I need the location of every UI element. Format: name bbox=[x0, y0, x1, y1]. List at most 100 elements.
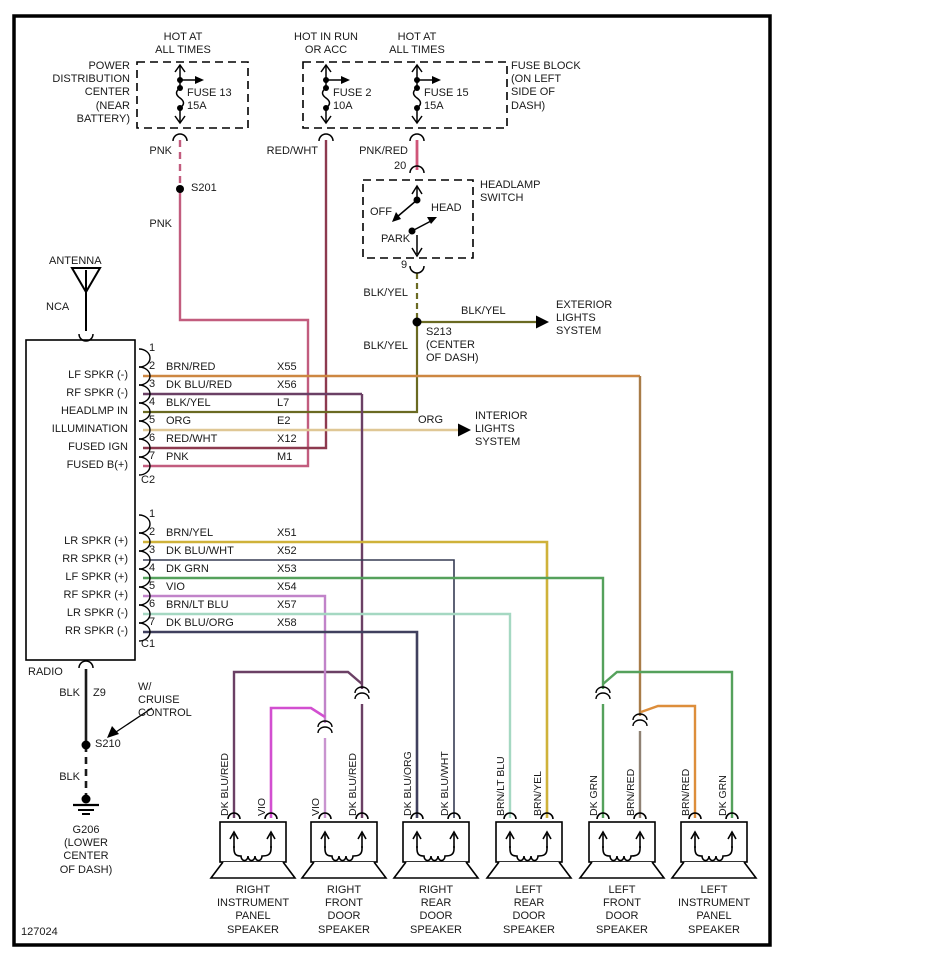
interior-arrow-icon bbox=[458, 423, 471, 437]
rrd-wire1-label: DK BLU/ORG bbox=[402, 751, 414, 816]
cruise-pointer bbox=[115, 707, 153, 733]
blk-yel-label-lower: BLK/YEL bbox=[363, 340, 408, 352]
pnk-label-2: PNK bbox=[149, 218, 172, 230]
switch-off-label: OFF bbox=[370, 206, 392, 218]
c2-pin3-connector bbox=[138, 384, 151, 404]
switch-head-label: HEAD bbox=[431, 202, 462, 214]
exterior-lights-label: EXTERIOR LIGHTS SYSTEM bbox=[556, 299, 613, 338]
radio-rr-spkr-neg: RR SPKR (-) bbox=[65, 625, 128, 637]
c2-pin4-connector bbox=[138, 402, 151, 422]
radio-lf-spkr-pos: LF SPKR (+) bbox=[65, 571, 128, 583]
s213-label: S213 (CENTER OF DASH) bbox=[426, 326, 479, 365]
splice-s213 bbox=[412, 317, 422, 327]
radio-ground-terminal bbox=[78, 660, 94, 669]
radio-fused-ign: FUSED IGN bbox=[68, 441, 128, 453]
c1-pin7-code: X58 bbox=[277, 617, 297, 629]
wire-blk-yel bbox=[143, 322, 419, 414]
wire-brn-lt-blu bbox=[143, 612, 512, 818]
switch-wiper-off bbox=[396, 199, 418, 218]
fuse-block-label: FUSE BLOCK (ON LEFT SIDE OF DASH) bbox=[511, 60, 581, 112]
wire-dk-grn bbox=[143, 576, 605, 689]
c1-pin1-connector bbox=[138, 514, 151, 534]
speaker-label-rip: RIGHT INSTRUMENT PANEL SPEAKER bbox=[216, 884, 290, 936]
speaker-left-rear-door bbox=[486, 812, 572, 879]
rfd-wire1-label: VIO bbox=[310, 797, 322, 816]
radio-rf-spkr-neg: RF SPKR (-) bbox=[66, 387, 128, 399]
speaker-left-front-door bbox=[579, 812, 665, 879]
pnk-red-label: PNK/RED bbox=[359, 145, 408, 157]
radio-lr-spkr-pos: LR SPKR (+) bbox=[64, 535, 128, 547]
headlamp-pin-9: 9 bbox=[401, 259, 408, 271]
radio-label: RADIO bbox=[28, 666, 63, 678]
doc-number: 127024 bbox=[21, 926, 58, 938]
headlamp-switch-label: HEADLAMP SWITCH bbox=[480, 179, 541, 205]
exterior-arrow-icon bbox=[536, 315, 549, 329]
c2-pin6-wire: RED/WHT bbox=[166, 433, 218, 445]
c1-pin2-connector bbox=[138, 532, 151, 552]
wire-dk-blu-org bbox=[143, 630, 419, 818]
radio-rr-spkr-pos: RR SPKR (+) bbox=[62, 553, 128, 565]
c2-pin4-number: 4 bbox=[149, 396, 156, 408]
cruise-arrow-icon bbox=[107, 726, 119, 738]
lfd-wire2-label: BRN/RED bbox=[625, 768, 637, 816]
switch-off-arrow bbox=[392, 212, 401, 222]
org-label: ORG bbox=[418, 414, 444, 426]
wire-dk-blu-red-rip bbox=[232, 670, 363, 818]
c2-pin6-number: 6 bbox=[149, 432, 156, 444]
speaker-left-instrument-panel bbox=[671, 812, 757, 879]
c2-pin6-code: X12 bbox=[277, 433, 297, 445]
c1-pin6-code: X57 bbox=[277, 599, 297, 611]
nca-label: NCA bbox=[46, 301, 70, 313]
c2-pin2-code: X55 bbox=[277, 361, 297, 373]
hot-at-all-times-fb: HOT AT ALL TIMES bbox=[389, 31, 445, 57]
radio-rf-spkr-pos: RF SPKR (+) bbox=[63, 589, 128, 601]
antenna-icon bbox=[70, 267, 102, 294]
rip-wire1-label: DK BLU/RED bbox=[219, 752, 231, 816]
c2-pin5-connector bbox=[138, 420, 151, 440]
speaker-right-instrument-panel bbox=[210, 812, 296, 879]
rfd-wire2-label: DK BLU/RED bbox=[347, 752, 359, 816]
pdc-label: POWER DISTRIBUTION CENTER (NEAR BATTERY) bbox=[52, 60, 130, 125]
c2-pin7-connector bbox=[138, 456, 151, 476]
c2-pin3-number: 3 bbox=[149, 378, 156, 390]
c1-pin2-number: 2 bbox=[149, 526, 156, 538]
blk-label-lower: BLK bbox=[59, 771, 80, 783]
blk-label-upper: BLK bbox=[59, 687, 80, 699]
rip-wire2-label: VIO bbox=[256, 797, 268, 816]
red-wht-label: RED/WHT bbox=[266, 145, 318, 157]
c1-pin6-wire: BRN/LT BLU bbox=[166, 599, 229, 611]
lrd-wire2-label: BRN/YEL bbox=[532, 771, 544, 816]
c2-pin2-connector bbox=[138, 366, 151, 386]
cruise-control-label: W/ CRUISE CONTROL bbox=[138, 681, 192, 720]
c1-pin7-number: 7 bbox=[149, 616, 156, 628]
speaker-right-rear-door bbox=[393, 812, 479, 879]
c1-pin4-connector bbox=[138, 568, 151, 588]
c2-pin1-connector bbox=[138, 348, 151, 368]
wire-dk-grn-lip bbox=[602, 670, 734, 818]
c2-pin6-connector bbox=[138, 438, 151, 458]
rrd-wire2-label: DK BLU/WHT bbox=[439, 751, 451, 816]
radio-headlmp-in: HEADLMP IN bbox=[60, 405, 128, 417]
c1-pin7-wire: DK BLU/ORG bbox=[166, 617, 234, 629]
c1-pin3-code: X52 bbox=[277, 545, 297, 557]
lrd-wire1-label: BRN/LT BLU bbox=[495, 756, 507, 816]
headlamp-pin-20: 20 bbox=[394, 160, 407, 172]
radio-box bbox=[25, 339, 136, 661]
radio-lf-spkr-neg: LF SPKR (-) bbox=[68, 369, 128, 381]
interior-lights-label: INTERIOR LIGHTS SYSTEM bbox=[475, 410, 528, 449]
c1-pin5-number: 5 bbox=[149, 580, 156, 592]
c2-pin7-code: M1 bbox=[277, 451, 293, 463]
c2-pin3-wire: DK BLU/RED bbox=[166, 379, 233, 391]
fuse13-label: FUSE 13 15A bbox=[187, 87, 232, 113]
ground-dot bbox=[81, 794, 91, 804]
blk-yel-label-switch: BLK/YEL bbox=[363, 287, 408, 299]
c1-pin2-code: X51 bbox=[277, 527, 297, 539]
s210-label: S210 bbox=[95, 738, 121, 750]
c2-pin1-number: 1 bbox=[149, 342, 156, 354]
speaker-label-rrd: RIGHT REAR DOOR SPEAKER bbox=[410, 884, 462, 936]
lfd-wire1-label: DK GRN bbox=[588, 775, 600, 816]
pdc-box bbox=[136, 61, 249, 129]
c2-pin2-wire: BRN/RED bbox=[166, 361, 216, 373]
antenna-connector bbox=[78, 333, 94, 342]
